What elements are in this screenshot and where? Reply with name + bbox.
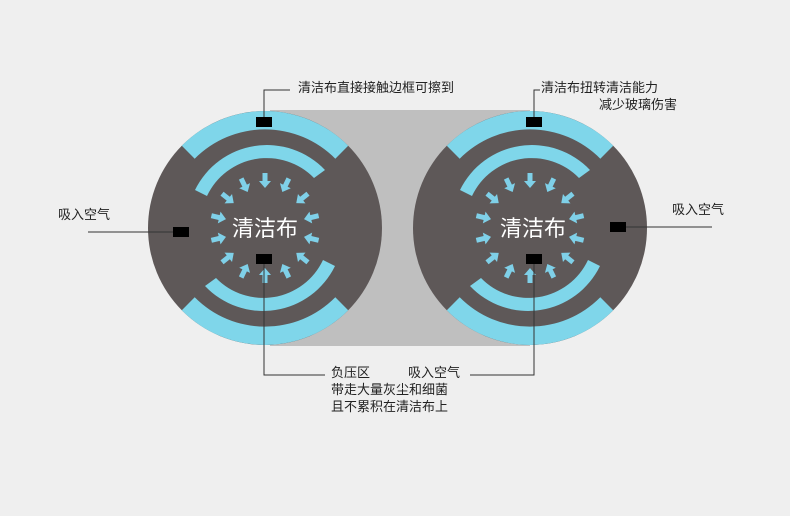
right-arrow-icon — [485, 191, 499, 204]
left-marker-top — [256, 117, 272, 127]
leader-lines — [88, 89, 712, 376]
right-arrow-icon — [569, 232, 585, 245]
left-outer-ring-top — [181, 111, 349, 159]
right-marker-side — [610, 222, 626, 232]
left-arrow-icon — [304, 211, 320, 224]
right-arrow-icon — [503, 177, 516, 193]
right-arrow-icon — [503, 263, 516, 279]
left-arrow-icon — [296, 252, 310, 265]
right-arrow-icon — [524, 173, 536, 188]
left-outer-ring-bottom — [181, 297, 349, 345]
left-top-annotation: 清洁布直接接触边框可擦到 — [298, 81, 455, 96]
right-top-annotation-line1: 清洁布扭转清洁能力 — [541, 81, 659, 96]
left-arrow-icon — [296, 191, 310, 204]
left-disc: 清洁布 — [148, 111, 382, 345]
right-arrow-icon — [544, 263, 557, 279]
right-arrow-icon — [561, 191, 575, 204]
left-inward-arrows — [210, 173, 320, 283]
left-arrow-icon — [279, 263, 292, 279]
right-marker-top — [526, 117, 542, 127]
right-arrow-icon — [485, 252, 499, 265]
right-side-annotation: 吸入空气 — [672, 203, 725, 218]
leader-left-center — [263, 264, 325, 376]
right-arrow-icon — [475, 232, 491, 245]
left-arrow-icon — [259, 268, 271, 283]
right-center-label: 清洁布 — [500, 217, 566, 242]
right-disc: 清洁布 — [413, 111, 647, 345]
bottom-left-line1: 负压区 — [331, 366, 371, 381]
bottom-right-line1: 吸入空气 — [408, 366, 461, 381]
right-arrow-icon — [561, 252, 575, 265]
right-inner-arc-top — [460, 145, 590, 196]
left-side-annotation: 吸入空气 — [58, 208, 111, 223]
left-marker-side — [173, 227, 189, 237]
leader-right-top — [533, 89, 540, 117]
right-top-annotation-line2: 减少玻璃伤害 — [599, 98, 678, 113]
right-arrow-icon — [544, 177, 557, 193]
left-arrow-icon — [238, 177, 251, 193]
left-arrow-icon — [210, 211, 226, 224]
left-inner-arc-bottom — [205, 260, 335, 311]
leader-left-top — [263, 89, 290, 117]
bottom-left-line2: 带走大量灰尘和细菌 — [331, 383, 449, 398]
right-inner-arc-bottom — [470, 260, 600, 311]
left-arrow-icon — [238, 263, 251, 279]
right-arrow-icon — [475, 211, 491, 224]
left-arrow-icon — [259, 173, 271, 188]
right-arrow-icon — [569, 211, 585, 224]
left-arrow-icon — [279, 177, 292, 193]
left-arrow-icon — [210, 232, 226, 245]
bottom-left-line3: 且不累积在清洁布上 — [331, 400, 449, 415]
left-arrow-icon — [304, 232, 320, 245]
leader-right-center — [470, 264, 535, 376]
left-inner-arc-top — [195, 145, 325, 196]
left-arrow-icon — [220, 191, 234, 204]
left-center-label: 清洁布 — [232, 217, 298, 242]
right-outer-ring-top — [446, 111, 614, 159]
right-marker-center — [526, 254, 542, 264]
left-marker-center — [256, 254, 272, 264]
right-inward-arrows — [475, 173, 585, 283]
right-outer-ring-bottom — [446, 297, 614, 345]
left-arrow-icon — [220, 252, 234, 265]
right-arrow-icon — [524, 268, 536, 283]
